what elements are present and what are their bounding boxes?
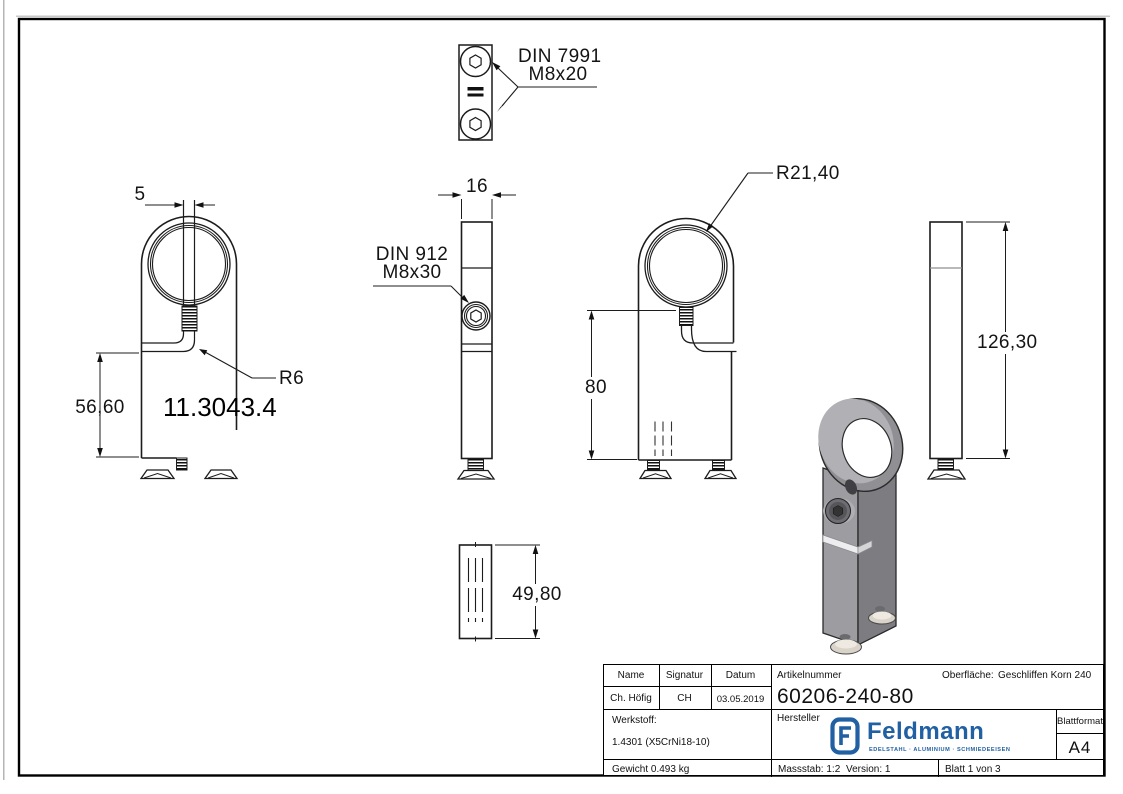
oberflaeche-label: Oberfläche: [942,670,994,681]
artikelnummer-value: 60206-240-80 [777,685,914,708]
din7991-label: DIN 7991 M8x20 [518,46,602,85]
title-block: Name Signatur Datum Ch. Höfig CH 03.05.2… [603,664,1105,777]
side-view-left [96,200,276,480]
dim-length-bottom-label: 49,80 [510,584,564,606]
hersteller-label: Hersteller [777,713,820,724]
artikelnummer-label: Artikelnummer [777,670,842,681]
page-edge-lines [3,0,1110,780]
signatur-value: CH [677,693,692,704]
dim-height-mid-label: 80 [581,377,611,399]
massstab-value: Massstab: 1:2 [778,764,841,775]
dim-height-right-label: 126,30 [975,332,1038,354]
fillet-radius-label: R6 [279,368,305,389]
ring-radius-label: R21,40 [776,163,840,184]
din912-label: DIN 912 M8x30 [371,244,453,283]
feldmann-tagline: EDELSTAHL · ALUMINIUM · SCHMIEDEEISEN [869,747,1011,753]
blatt-value: Blatt 1 von 3 [945,764,1001,775]
feldmann-logo-icon [830,717,860,755]
part-stamp: 11.3043.4 [163,392,277,422]
oberflaeche-value: Geschliffen Korn 240 [998,670,1092,681]
werkstoff-value: 1.4301 (X5CrNi18-10) [612,737,710,748]
feldmann-wordmark: Feldmann [867,718,985,745]
gewicht-value: Gewicht 0.493 kg [612,764,690,775]
datum-value: 03.05.2019 [716,693,765,705]
signatur-header: Signatur [665,670,704,681]
side-view-right [587,172,773,480]
dim-slot-label: 5 [134,184,146,205]
din7991-line2: M8x20 [528,64,588,85]
feldmann-logo: Feldmann EDELSTAHL · ALUMINIUM · SCHMIED… [830,716,1030,758]
bottom-view [458,542,540,642]
name-header: Name [617,670,645,681]
front-view [373,192,516,480]
werkstoff-label: Werkstoff: [612,715,657,726]
back-view [926,221,1010,480]
name-value: Ch. Höfig [610,693,652,704]
dim-height-left-label: 56,60 [75,397,125,418]
blattformat-label: Blattformat [1057,716,1103,727]
page-frame [17,17,1106,777]
din7991-line1: DIN 7991 [518,46,602,67]
din912-line1: DIN 912 [375,244,449,265]
iso-view [818,397,904,655]
top-view [458,44,597,141]
blattformat-value: A4 [1068,738,1092,757]
version-value: Version: 1 [846,764,891,775]
dim-width-front-label: 16 [466,176,488,197]
datum-header: Datum [725,670,756,681]
din912-line2: M8x30 [382,262,442,283]
